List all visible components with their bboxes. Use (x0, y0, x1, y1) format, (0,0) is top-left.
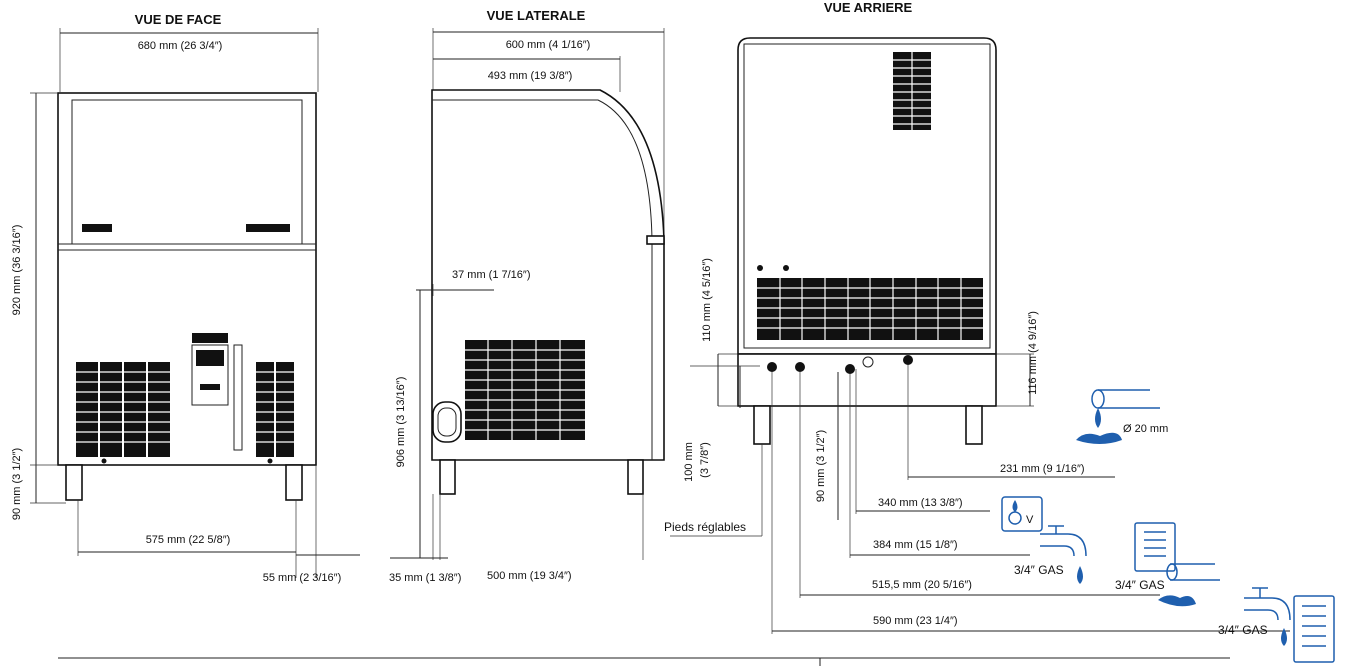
front-leg-height-dim: 90 mm (3 1/2″) (11, 448, 23, 520)
drain-diameter-label: Ø 20 mm (1123, 423, 1168, 435)
rear-conn-height-dim: 90 mm (3 1/2″) (815, 430, 827, 502)
gas-label-1: 3/4″ GAS (1014, 563, 1064, 577)
front-width-dim: 680 mm (26 3/4″) (138, 40, 223, 52)
rear-connector-height-dim: 116 mm (4 9/16″) (1027, 311, 1039, 395)
water-tap-icon (1040, 525, 1087, 584)
rear-view: 110 mm (4 5/16″) 100 mm (3 7/8″) 116 mm … (664, 37, 1290, 634)
rear-dim-340: 340 mm (13 3/8″) (878, 497, 963, 509)
front-leg-span-dim: 575 mm (22 5/8″) (146, 534, 231, 546)
rear-dim-384: 384 mm (15 1/8″) (873, 539, 958, 551)
drain-icon (1076, 389, 1160, 444)
front-view-title: VUE DE FACE (135, 12, 222, 27)
front-height-dim: 920 mm (36 3/16″) (11, 225, 23, 316)
side-top-depth-dim: 493 mm (19 3/8″) (488, 70, 573, 82)
rear-dim-231: 231 mm (9 1/16″) (1000, 463, 1085, 475)
rear-dim-515: 515,5 mm (20 5/16″) (872, 579, 972, 591)
side-inlet-height-dim: 906 mm (3 13/16″) (395, 377, 407, 468)
condenser-tap-icon (1134, 522, 1220, 607)
gas-label-3: 3/4″ GAS (1218, 623, 1268, 637)
side-front-offset-dim: 35 mm (1 3/8″) (389, 572, 461, 584)
valve-icon: V (1001, 496, 1043, 532)
side-depth-dim: 600 mm (4 1/16″) (506, 39, 591, 51)
feet-label: Pieds réglables (664, 520, 746, 534)
rear-cabinet (737, 37, 997, 355)
rear-base-height-dim: 100 mm (683, 442, 695, 482)
gas-label-2: 3/4″ GAS (1115, 578, 1165, 592)
front-view: 680 mm (26 3/4″) (11, 28, 360, 584)
side-inlet-offset-dim: 37 mm (1 7/16″) (452, 269, 530, 281)
condenser-water-tap-icon (1244, 587, 1335, 663)
front-leg-offset-dim: 55 mm (2 3/16″) (263, 572, 341, 584)
rear-view-title: VUE ARRIERE (824, 0, 913, 15)
rear-panel-height-dim: 110 mm (4 5/16″) (701, 258, 713, 342)
side-view-title: VUE LATERALE (487, 8, 586, 23)
rear-base-height-inch: (3 7/8″) (699, 442, 711, 478)
valve-label: V (1026, 514, 1034, 526)
rear-dim-590: 590 mm (23 1/4″) (873, 615, 958, 627)
side-leg-span-dim: 500 mm (19 3/4″) (487, 570, 572, 582)
side-view: 600 mm (4 1/16″) 493 mm (19 3/8″) 37 mm … (389, 28, 665, 584)
